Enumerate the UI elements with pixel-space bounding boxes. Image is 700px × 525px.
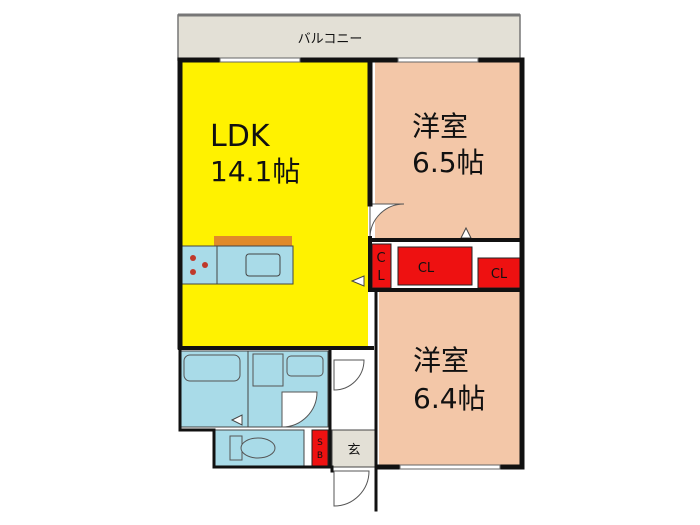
ldk-floor xyxy=(180,62,368,347)
door-arrow-icon xyxy=(230,414,243,426)
closet-right xyxy=(477,257,521,289)
western-room-1: 洋室 6.5帖 xyxy=(369,62,520,240)
western-room-2-size: 6.4帖 xyxy=(413,382,486,415)
window xyxy=(397,57,479,63)
washing-machine-space xyxy=(286,355,324,377)
burner-icon xyxy=(190,269,196,275)
entry-arrow-icon xyxy=(350,275,365,287)
stove xyxy=(180,245,218,285)
window xyxy=(399,464,501,470)
bathroom-area xyxy=(179,350,329,428)
shoe-box xyxy=(311,429,329,468)
closet-right-label: CL xyxy=(491,267,508,282)
closets: C L CL CL xyxy=(371,243,521,304)
kitchen-counter xyxy=(214,236,292,246)
balcony: バルコニー xyxy=(177,13,521,61)
closet-main xyxy=(397,246,473,286)
western-room-1-name: 洋室 xyxy=(412,110,468,143)
toilet-bowl-icon xyxy=(240,437,276,459)
windows xyxy=(219,57,501,470)
door-swing xyxy=(281,391,318,428)
entrance-label: 玄 xyxy=(347,443,360,458)
bathtub xyxy=(183,354,241,382)
shoe-box-label-s: S xyxy=(317,438,323,448)
ldk-name: LDK xyxy=(210,119,271,154)
window xyxy=(219,57,301,63)
wall xyxy=(178,346,332,469)
shoe-box-label-b: B xyxy=(317,451,323,461)
entrance-area: S B 玄 xyxy=(311,351,377,507)
closet-small-label-l: L xyxy=(377,269,385,284)
burner-icon xyxy=(202,262,208,268)
ldk-room: LDK 14.1帖 xyxy=(180,62,368,347)
burner-icon xyxy=(190,255,196,261)
western-room-2: 洋室 6.4帖 xyxy=(379,292,520,467)
front-door-swing xyxy=(333,470,370,507)
kitchen-sink xyxy=(245,253,281,277)
balcony-label: バルコニー xyxy=(298,32,363,47)
closet-small-label-c: C xyxy=(376,251,385,266)
ldk-size: 14.1帖 xyxy=(210,155,300,188)
closet-main-label: CL xyxy=(418,261,435,276)
door-swing xyxy=(333,359,365,391)
toilet-tank xyxy=(229,435,243,461)
entrance-floor xyxy=(331,429,377,468)
western-room-2-name: 洋室 xyxy=(413,344,469,377)
western-room-1-size: 6.5帖 xyxy=(412,146,485,179)
western-room-2-floor xyxy=(379,292,520,467)
wash-basin xyxy=(252,353,284,387)
toilet-room xyxy=(213,429,305,468)
balcony-area xyxy=(177,14,521,61)
door-swing xyxy=(369,203,405,239)
western-room-1-floor xyxy=(375,62,520,240)
